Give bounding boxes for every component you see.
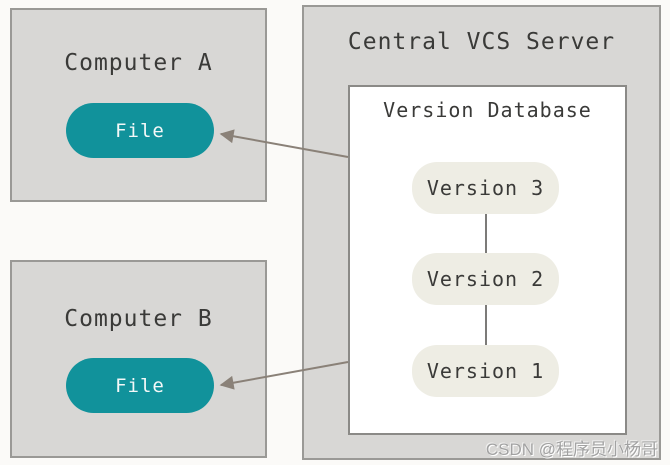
central-vcs-server-title: Central VCS Server (347, 29, 616, 55)
version-1-pill: Version 1 (412, 345, 559, 397)
connector-version3-version2 (484, 213, 487, 253)
computer-a-title: Computer A (64, 50, 213, 76)
connector-version2-version1 (484, 305, 487, 345)
version-database-title: Version Database (383, 98, 592, 122)
version-2-pill: Version 2 (412, 253, 559, 305)
computer-a-box: Computer A File (10, 8, 267, 202)
version-database-box: Version Database Version 3 Version 2 Ver… (348, 85, 627, 435)
version-3-pill: Version 3 (412, 162, 559, 214)
central-vcs-server-box: Central VCS Server Version Database Vers… (302, 5, 661, 460)
computer-b-box: Computer B File (10, 260, 267, 458)
computer-a-file-pill: File (66, 103, 214, 158)
csdn-watermark: CSDN @程序员小杨哥 (485, 440, 658, 459)
computer-b-title: Computer B (64, 306, 213, 332)
computer-b-file-pill: File (66, 358, 214, 413)
